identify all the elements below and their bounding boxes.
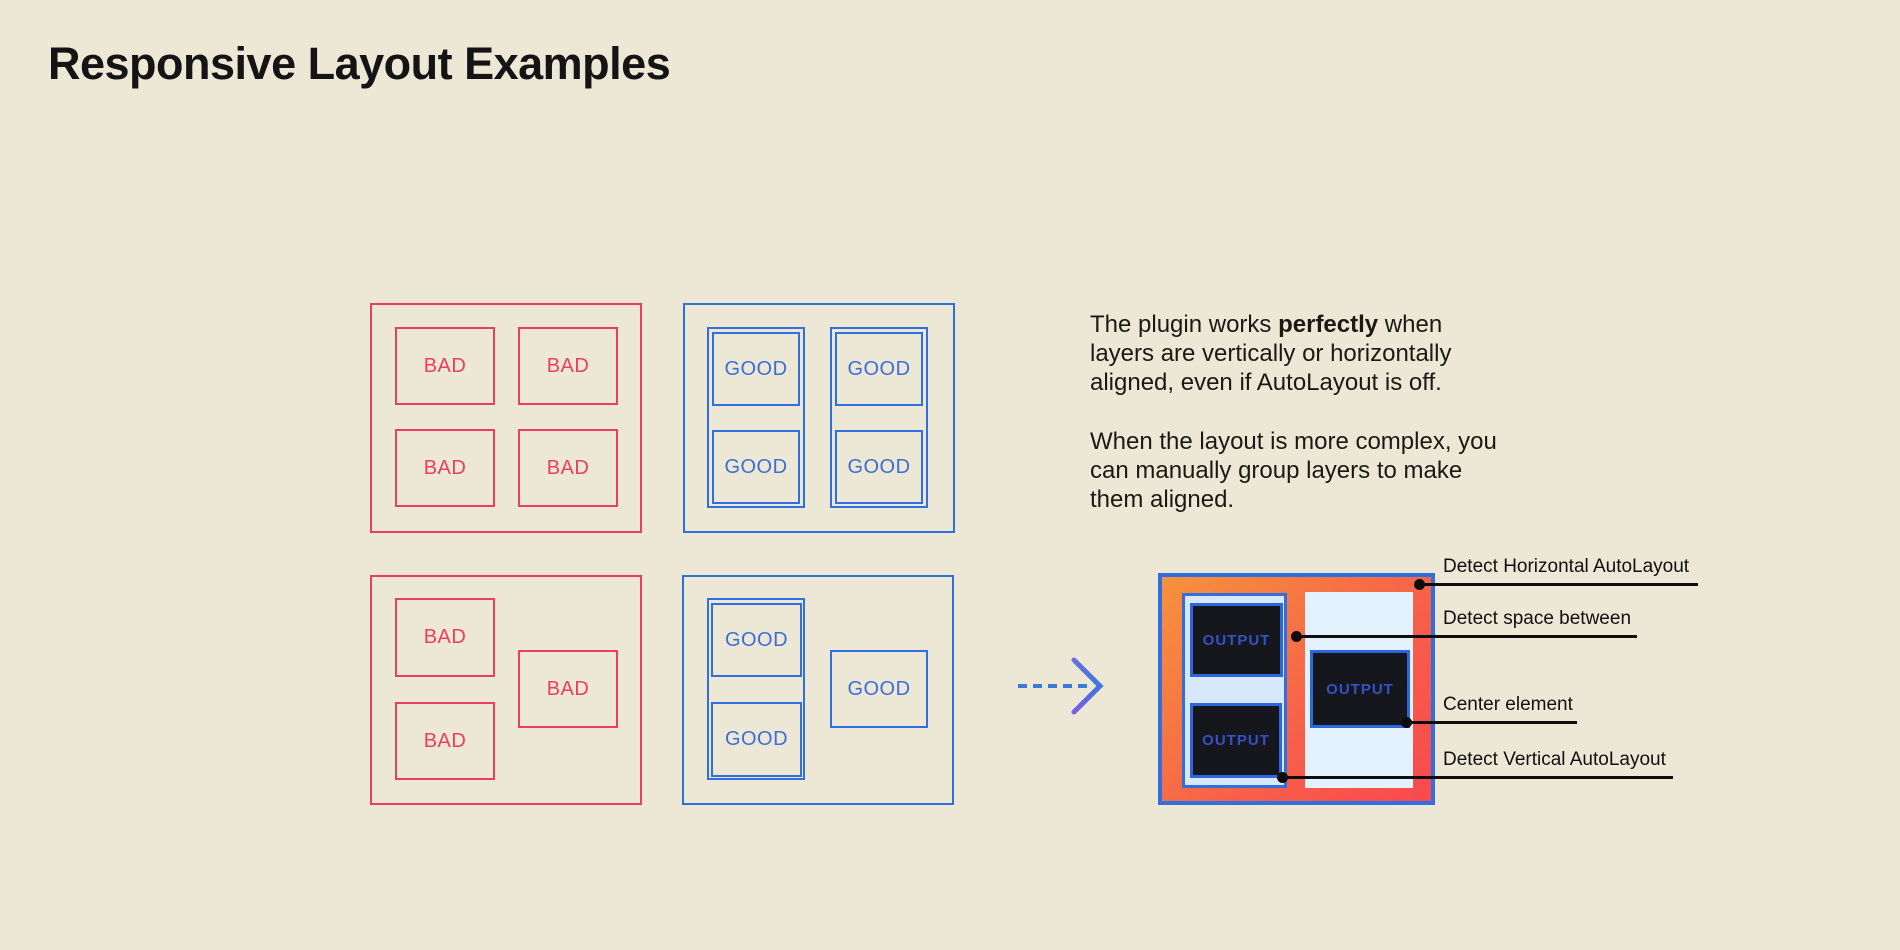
good-box: GOOD: [712, 332, 800, 406]
annotation-line: [1407, 721, 1577, 724]
bad-box-label: BAD: [423, 354, 467, 377]
bad-box-label: BAD: [423, 626, 467, 648]
good-box: GOOD: [711, 603, 802, 677]
description-line: When the layout is more complex, you: [1090, 428, 1497, 455]
output-box: OUTPUT: [1190, 603, 1283, 677]
annotation-dot-icon: [1277, 772, 1288, 783]
bad-box: BAD: [518, 650, 618, 728]
good-box-label: GOOD: [724, 357, 788, 380]
annotation-label: Detect Horizontal AutoLayout: [1443, 556, 1690, 577]
annotation-line: [1297, 635, 1637, 638]
description-line: can manually group layers to make: [1090, 457, 1463, 484]
good-box-label: GOOD: [847, 455, 911, 478]
description-paragraph-2: When the layout is more complex, you can…: [1090, 427, 1560, 514]
bad-box: BAD: [395, 702, 495, 780]
good-box: GOOD: [835, 332, 923, 406]
bad-aligned-group: BAD BAD BAD BAD: [370, 303, 642, 533]
bad-box: BAD: [395, 598, 495, 677]
annotation-line: [1420, 583, 1698, 586]
arrow-right-icon: [1018, 657, 1104, 715]
good-box-label: GOOD: [847, 357, 911, 380]
description-paragraph-1: The plugin works perfectly when layers a…: [1090, 310, 1560, 397]
annotation-label: Detect space between: [1443, 608, 1632, 629]
good-box: GOOD: [835, 430, 923, 504]
bad-box-label: BAD: [423, 456, 467, 479]
bad-box: BAD: [518, 327, 618, 405]
result-diagram: OUTPUT OUTPUT OUTPUT: [1158, 573, 1435, 805]
good-column-wrap: GOOD GOOD: [707, 327, 805, 508]
good-grouped-group: GOOD GOOD GOOD: [682, 575, 954, 805]
description-bold-span: perfectly: [1278, 311, 1379, 338]
good-box-label: GOOD: [724, 728, 789, 750]
bad-box: BAD: [518, 429, 618, 507]
description-text: The plugin works perfectly when layers a…: [1090, 310, 1560, 514]
annotation-dot-icon: [1414, 579, 1425, 590]
description-line: The plugin works perfectly when: [1090, 310, 1560, 339]
bad-box-label: BAD: [546, 456, 590, 479]
good-box-label: GOOD: [724, 628, 789, 651]
output-box-label: OUTPUT: [1202, 732, 1270, 749]
output-box: OUTPUT: [1190, 703, 1282, 778]
output-box: OUTPUT: [1310, 650, 1410, 728]
description-line: aligned, even if AutoLayout is off.: [1090, 369, 1442, 396]
annotation-dot-icon: [1401, 717, 1412, 728]
output-box-label: OUTPUT: [1326, 680, 1394, 698]
bad-box-label: BAD: [546, 677, 590, 700]
vertical-autolayout-panel: OUTPUT OUTPUT: [1182, 593, 1287, 788]
good-column-wrap: GOOD GOOD: [830, 327, 928, 508]
bad-complex-group: BAD BAD BAD: [370, 575, 642, 805]
annotation-line: [1283, 776, 1673, 779]
bad-box-label: BAD: [423, 729, 467, 752]
description-line: layers are vertically or horizontally: [1090, 340, 1452, 367]
center-element-panel: OUTPUT: [1305, 592, 1413, 788]
good-box: GOOD: [830, 650, 928, 728]
page-title: Responsive Layout Examples: [48, 38, 671, 89]
bad-box-label: BAD: [546, 354, 590, 377]
good-box: GOOD: [711, 702, 802, 777]
bad-box: BAD: [395, 327, 495, 405]
good-box-label: GOOD: [724, 455, 788, 478]
annotation-label: Center element: [1443, 694, 1573, 715]
annotation-label: Detect Vertical AutoLayout: [1443, 749, 1666, 770]
output-box-label: OUTPUT: [1202, 631, 1271, 649]
good-aligned-group: GOOD GOOD GOOD GOOD: [683, 303, 955, 533]
good-column-wrap: GOOD GOOD: [707, 598, 805, 780]
good-box: GOOD: [712, 430, 800, 504]
description-text-span: when: [1378, 311, 1443, 338]
annotation-dot-icon: [1291, 631, 1302, 642]
good-box-label: GOOD: [847, 677, 911, 700]
bad-box: BAD: [395, 429, 495, 507]
description-text-span: The plugin works: [1090, 311, 1279, 338]
description-line: them aligned.: [1090, 486, 1235, 513]
